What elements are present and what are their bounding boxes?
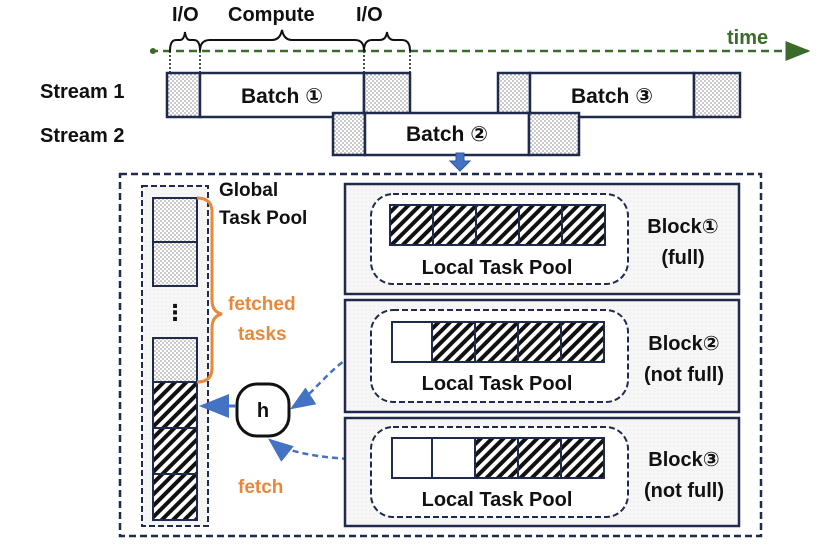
global-task-dotted-1 (152, 197, 198, 243)
batch2-io-in (331, 111, 367, 157)
global-pool-title-1: Global (219, 180, 278, 201)
block-3-status: (not full) (644, 480, 724, 502)
batch1-label: Batch ① (241, 85, 323, 108)
block-2-name: Block② (648, 333, 719, 355)
compute-brace (199, 29, 365, 52)
timeline: time I/O Compute I/O (150, 4, 811, 73)
global-pool-ellipsis: ⋮ (164, 300, 186, 325)
io-left-label: I/O (172, 4, 199, 26)
batch3-io-in (496, 71, 532, 119)
h-node-label: h (257, 400, 269, 422)
global-task-dotted-3 (152, 337, 198, 383)
stream2-label: Stream 2 (40, 125, 125, 147)
batch2-compute (363, 111, 531, 157)
h-node-box (235, 382, 291, 438)
global-task-pool: Global Task Pool ⋮ fetched tasks fetch (141, 180, 307, 527)
block-3-pool-label: Local Task Pool (422, 489, 573, 511)
global-task-dotted-2 (152, 241, 198, 287)
block-1: Local Task Pool Block① (full) (343, 182, 741, 296)
batch1-io-out (362, 71, 412, 119)
io-right-brace (363, 31, 411, 52)
time-label: time (727, 27, 768, 49)
batch3-compute (528, 71, 696, 119)
fetched-tasks-label-1: fetched (228, 294, 296, 315)
global-task-hatched-1 (152, 381, 198, 429)
block-3: Local Task Pool Block③ (not full) (343, 416, 741, 528)
io-left-brace (169, 31, 201, 52)
batch1-io-in (165, 71, 202, 119)
batch3-label: Batch ③ (571, 85, 653, 108)
batch2-io-out (527, 111, 581, 157)
batch3-io-out (692, 71, 742, 119)
block-3-name: Block③ (648, 449, 719, 471)
global-task-hatched-2 (152, 427, 198, 475)
batch2-down-arrow (448, 152, 472, 172)
block-1-pool-label: Local Task Pool (422, 257, 573, 279)
block-1-status: (full) (661, 247, 704, 269)
block-2: Local Task Pool Block② (not full) (343, 298, 741, 414)
global-task-hatched-3 (152, 473, 198, 521)
streams: Stream 1 Stream 2 Batch ① Batch ③ Batch … (40, 71, 742, 172)
fetched-tasks-brace (196, 196, 223, 384)
fetched-tasks-label-2: tasks (238, 324, 287, 345)
fetch-label: fetch (238, 477, 283, 498)
h-node: h (199, 341, 389, 462)
time-axis-start (150, 48, 156, 54)
compute-label: Compute (228, 4, 315, 26)
io-right-label: I/O (356, 4, 383, 26)
block-2-pool-label: Local Task Pool (422, 373, 573, 395)
batch2-label: Batch ② (406, 123, 488, 146)
global-pool-title-2: Task Pool (219, 208, 307, 229)
block-1-name: Block① (647, 216, 718, 238)
block-2-status: (not full) (644, 364, 724, 386)
stream1-label: Stream 1 (40, 81, 125, 103)
